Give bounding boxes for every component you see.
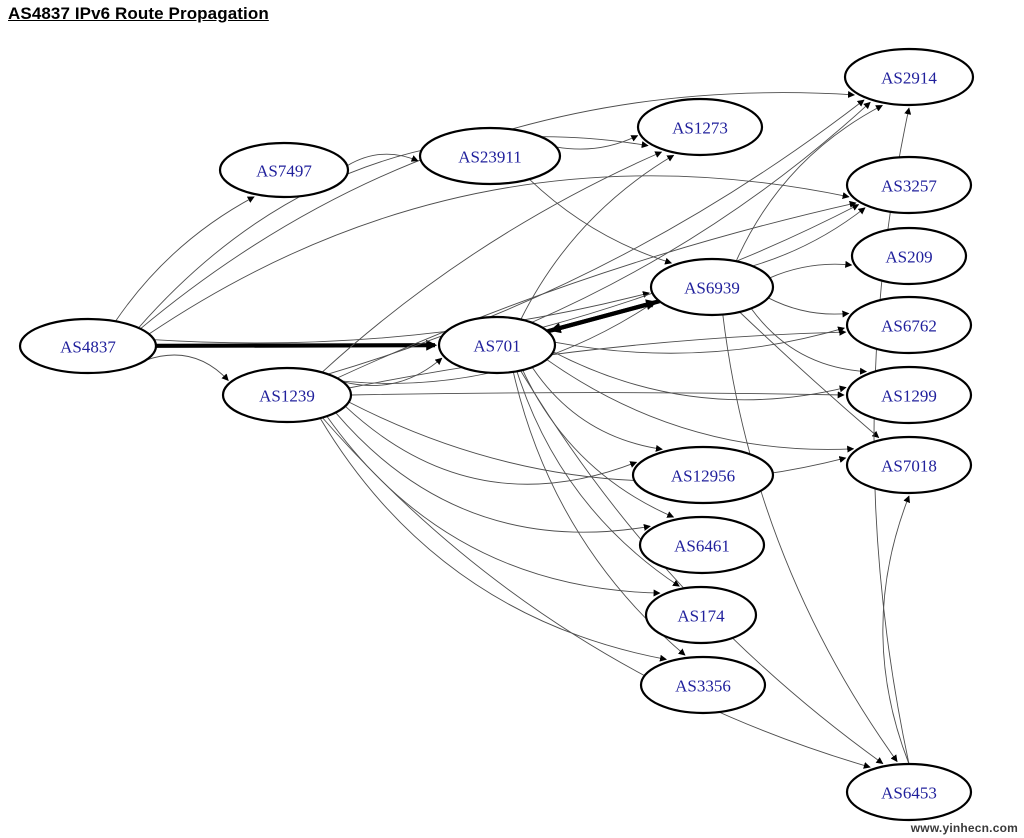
node-shape-as6762[interactable] bbox=[845, 295, 973, 355]
edge-as6939-to-as1299 bbox=[750, 308, 867, 375]
edge-as6939-to-as6762 bbox=[767, 297, 850, 318]
node-label-as2914: AS2914 bbox=[881, 69, 937, 88]
edge-as1239-to-as3257 bbox=[336, 200, 857, 379]
node-as12956[interactable]: AS12956 bbox=[631, 445, 775, 505]
edge-as4837-to-as3257 bbox=[148, 175, 850, 335]
edge-as6939-to-as3257 bbox=[752, 207, 866, 267]
node-as1239[interactable]: AS1239 bbox=[221, 366, 353, 424]
node-as7018[interactable]: AS7018 bbox=[845, 435, 973, 495]
edge-as6939-to-as6453 bbox=[722, 314, 898, 763]
edge-layer bbox=[115, 91, 912, 769]
node-shape-as1239[interactable] bbox=[221, 366, 353, 424]
node-label-as3356: AS3356 bbox=[675, 677, 731, 696]
edge-as1239-to-as174 bbox=[326, 415, 661, 597]
node-label-as4837: AS4837 bbox=[60, 338, 116, 357]
edge-as701-to-as6762 bbox=[554, 326, 845, 354]
edge-as701-to-as7018 bbox=[546, 359, 855, 453]
node-as3356[interactable]: AS3356 bbox=[639, 655, 767, 715]
node-shape-as12956[interactable] bbox=[631, 445, 775, 505]
node-label-as6939: AS6939 bbox=[684, 279, 740, 298]
node-as7497[interactable]: AS7497 bbox=[218, 141, 350, 199]
node-shape-as1273[interactable] bbox=[636, 97, 764, 157]
edge-as701-to-as1299 bbox=[552, 351, 847, 401]
node-shape-as7497[interactable] bbox=[218, 141, 350, 199]
edge-as701-to-as174 bbox=[516, 371, 680, 587]
edge-as6939-to-as7018 bbox=[739, 311, 880, 439]
edge-as6939-to-as2914 bbox=[735, 105, 883, 262]
watermark: www.yinhecn.com bbox=[910, 821, 1018, 835]
node-shape-as3356[interactable] bbox=[639, 655, 767, 715]
edge-as23911-to-as1273 bbox=[556, 135, 639, 150]
node-label-as7018: AS7018 bbox=[881, 457, 937, 476]
node-as174[interactable]: AS174 bbox=[644, 585, 758, 645]
node-label-as7497: AS7497 bbox=[256, 162, 312, 181]
edge-as701-to-as6461 bbox=[522, 369, 675, 518]
node-shape-as4837[interactable] bbox=[18, 317, 158, 375]
node-as4837[interactable]: AS4837 bbox=[18, 317, 158, 375]
node-shape-as174[interactable] bbox=[644, 585, 758, 645]
node-shape-as3257[interactable] bbox=[845, 155, 973, 215]
edge-as4837-to-as1273 bbox=[138, 136, 649, 329]
node-label-as6762: AS6762 bbox=[881, 317, 937, 336]
node-label-as6461: AS6461 bbox=[674, 537, 730, 556]
node-label-as12956: AS12956 bbox=[671, 467, 735, 486]
edge-as701-to-as6453 bbox=[520, 370, 884, 765]
node-label-as23911: AS23911 bbox=[458, 148, 522, 167]
node-shape-as1299[interactable] bbox=[845, 365, 973, 425]
node-shape-as7018[interactable] bbox=[845, 435, 973, 495]
node-as1273[interactable]: AS1273 bbox=[636, 97, 764, 157]
edge-as23911-to-as6939 bbox=[528, 178, 673, 265]
node-shape-as2914[interactable] bbox=[843, 47, 975, 107]
edge-as1239-to-as701 bbox=[342, 357, 443, 386]
edge-as6939-to-as701 bbox=[549, 299, 660, 334]
edge-as1239-to-as6762 bbox=[348, 328, 847, 389]
node-shape-as6453[interactable] bbox=[845, 762, 973, 822]
edge-as4837-to-as701 bbox=[155, 339, 438, 351]
edge-as7497-to-as23911 bbox=[346, 153, 419, 167]
node-label-as6453: AS6453 bbox=[881, 784, 937, 803]
node-label-as209: AS209 bbox=[885, 248, 932, 267]
edge-as1239-to-as12956 bbox=[344, 405, 638, 485]
page-title: AS4837 IPv6 Route Propagation bbox=[8, 4, 269, 23]
node-shape-as23911[interactable] bbox=[418, 126, 562, 186]
node-as1299[interactable]: AS1299 bbox=[845, 365, 973, 425]
edge-as1239-to-as3356 bbox=[319, 417, 667, 662]
node-label-as1239: AS1239 bbox=[259, 387, 315, 406]
node-label-as701: AS701 bbox=[473, 337, 520, 356]
edge-as1239-to-as1273 bbox=[321, 151, 663, 373]
node-as3257[interactable]: AS3257 bbox=[845, 155, 973, 215]
edge-as1239-to-as2914 bbox=[327, 99, 865, 375]
node-as209[interactable]: AS209 bbox=[850, 226, 968, 286]
node-as701[interactable]: AS701 bbox=[437, 315, 557, 375]
node-as6939[interactable]: AS6939 bbox=[649, 257, 775, 317]
node-as6762[interactable]: AS6762 bbox=[845, 295, 973, 355]
node-label-as1273: AS1273 bbox=[672, 119, 728, 138]
node-label-as3257: AS3257 bbox=[881, 177, 937, 196]
edge-as1239-to-as1299 bbox=[350, 391, 845, 399]
edge-as4837-to-as7497 bbox=[115, 196, 255, 322]
node-label-as174: AS174 bbox=[677, 607, 725, 626]
node-shape-as701[interactable] bbox=[437, 315, 557, 375]
node-shape-as209[interactable] bbox=[850, 226, 968, 286]
edge-as701-to-as1273 bbox=[520, 154, 675, 320]
edge-as701-to-as12956 bbox=[531, 366, 663, 452]
edge-as6939-to-as209 bbox=[769, 260, 853, 279]
node-as6461[interactable]: AS6461 bbox=[638, 515, 766, 575]
node-shape-as6939[interactable] bbox=[649, 257, 775, 317]
node-shape-as6461[interactable] bbox=[638, 515, 766, 575]
node-as6453[interactable]: AS6453 bbox=[845, 762, 973, 822]
edge-as6453-to-as7018 bbox=[882, 495, 910, 765]
edge-as1239-to-as6461 bbox=[335, 412, 651, 533]
edge-as4837-to-as6939 bbox=[154, 291, 650, 344]
edge-as701-to-as2914 bbox=[531, 101, 871, 323]
node-as2914[interactable]: AS2914 bbox=[843, 47, 975, 107]
edge-as4837-to-as1239 bbox=[145, 354, 229, 382]
edge-as1239-to-as6453 bbox=[321, 417, 871, 769]
node-as23911[interactable]: AS23911 bbox=[418, 126, 562, 186]
node-label-as1299: AS1299 bbox=[881, 387, 937, 406]
